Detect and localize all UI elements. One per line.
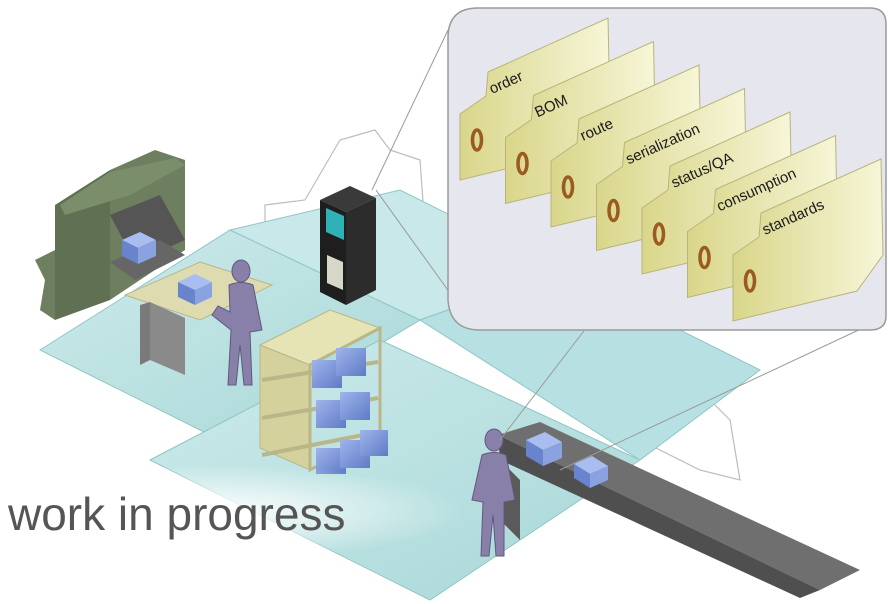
kiosk-terminal	[320, 186, 376, 305]
callout-connectors	[371, 29, 881, 471]
wip-title: work in progress	[7, 488, 345, 540]
conveyor	[498, 422, 860, 598]
folder-ring-icon	[561, 175, 575, 199]
machine	[35, 150, 185, 320]
folder-ring-icon	[743, 269, 757, 293]
person-left	[211, 259, 263, 386]
title-glow	[0, 464, 465, 560]
shelf-boxes	[312, 348, 388, 474]
folder-ring-icon	[607, 198, 620, 223]
folder-ring-icon	[470, 128, 484, 152]
person-right	[471, 428, 516, 557]
box-machine	[122, 232, 156, 264]
folder-ring-icon	[516, 151, 529, 176]
shelf-unit	[258, 309, 388, 474]
folder-ring-icon	[652, 222, 666, 246]
folder-ring-icon	[698, 245, 711, 270]
